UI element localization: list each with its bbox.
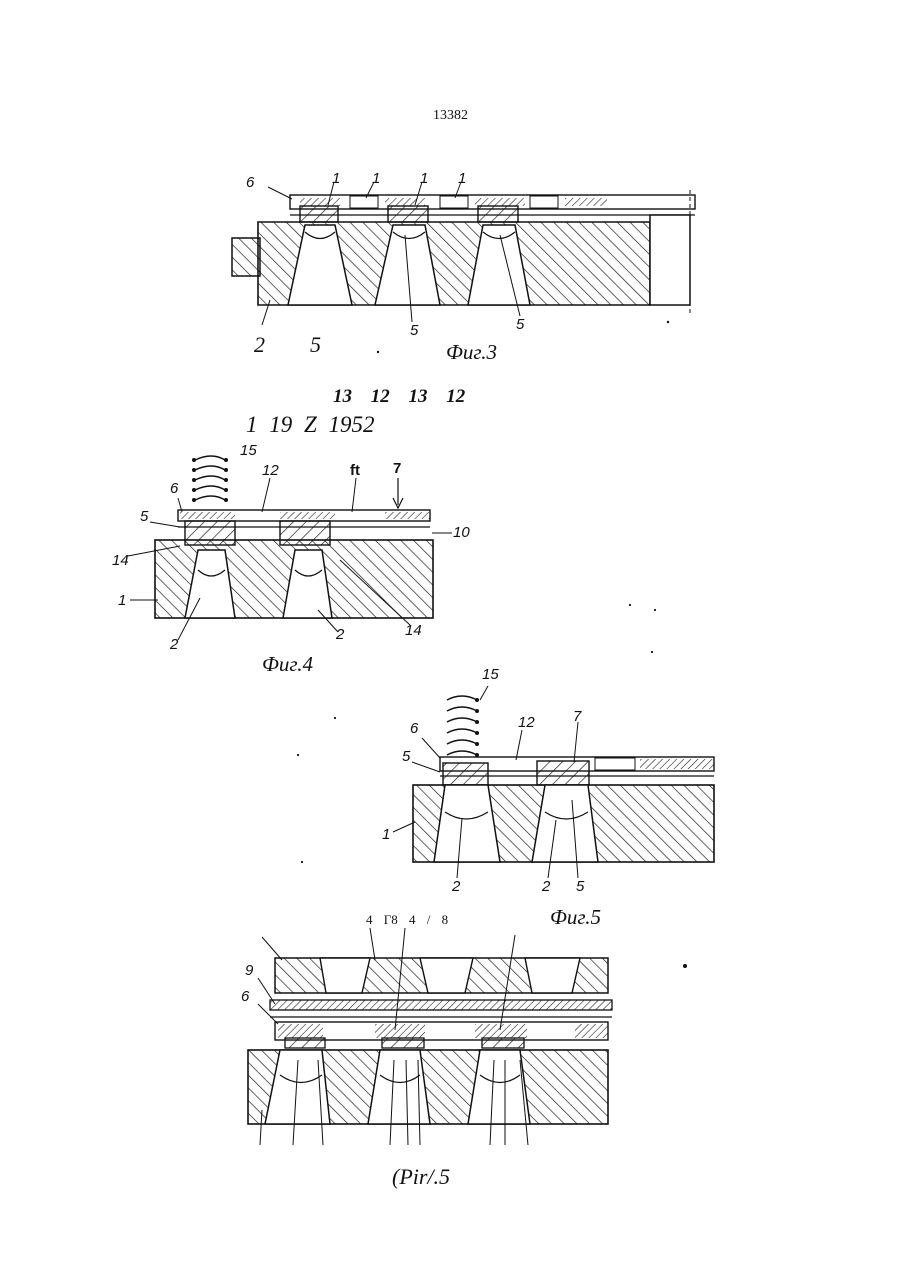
figure-6: [248, 928, 612, 1145]
fig3-label-1b: 1: [372, 170, 380, 187]
fig5-label-1: 1: [382, 826, 390, 843]
fig3-label-1c: 1: [420, 170, 428, 187]
fig4-label-5: 5: [140, 508, 148, 525]
fig3-label-1a: 1: [332, 170, 340, 187]
fig4-label-7: 7: [393, 460, 401, 477]
fig5-label-6: 6: [410, 720, 418, 737]
fig4-label-1: 1: [118, 592, 126, 609]
fig4-label-14b: 14: [405, 622, 422, 639]
fig3-label-5c: 5: [516, 316, 524, 333]
fig4-label-12: 12: [262, 462, 279, 479]
fig3-label-5a: 5: [310, 332, 321, 358]
publication-line: 1 19 Z 1952: [246, 412, 375, 438]
fig3-label-5b: 5: [410, 322, 418, 339]
fig5-label-5a: 5: [402, 748, 410, 765]
figure-3: [232, 182, 695, 325]
fig4-label-2a: 2: [170, 636, 178, 653]
fig5-label-7: 7: [573, 708, 581, 725]
fig4-label-14a: 14: [112, 552, 129, 569]
figure-5: [393, 686, 714, 878]
fig5-label-2a: 2: [452, 878, 460, 895]
fig4-caption: Фиг.4: [262, 652, 313, 677]
fig3-caption: Фиг.3: [446, 340, 497, 365]
fig3-label-1d: 1: [458, 170, 466, 187]
fig5-label-12: 12: [518, 714, 535, 731]
fig6-label-9: 9: [245, 962, 253, 979]
reference-numbers: 13 12 13 12: [333, 386, 465, 408]
fig4-label-ft: ft: [350, 462, 360, 479]
fig6-label-6: 6: [241, 988, 249, 1005]
fig5-caption: Фиг.5: [550, 905, 601, 930]
fig3-label-6: 6: [246, 174, 254, 191]
fig4-label-10: 10: [453, 524, 470, 541]
fig6-top-labels: 4 Г8 4 / 8: [366, 912, 448, 928]
fig4-label-15: 15: [240, 442, 257, 459]
fig5-label-5b: 5: [576, 878, 584, 895]
fig5-label-2b: 2: [542, 878, 550, 895]
fig4-label-6: 6: [170, 480, 178, 497]
fig3-label-2: 2: [254, 332, 265, 358]
fig4-label-2b: 2: [336, 626, 344, 643]
fig6-caption: (Pir/.5: [392, 1164, 450, 1190]
fig5-label-15: 15: [482, 666, 499, 683]
